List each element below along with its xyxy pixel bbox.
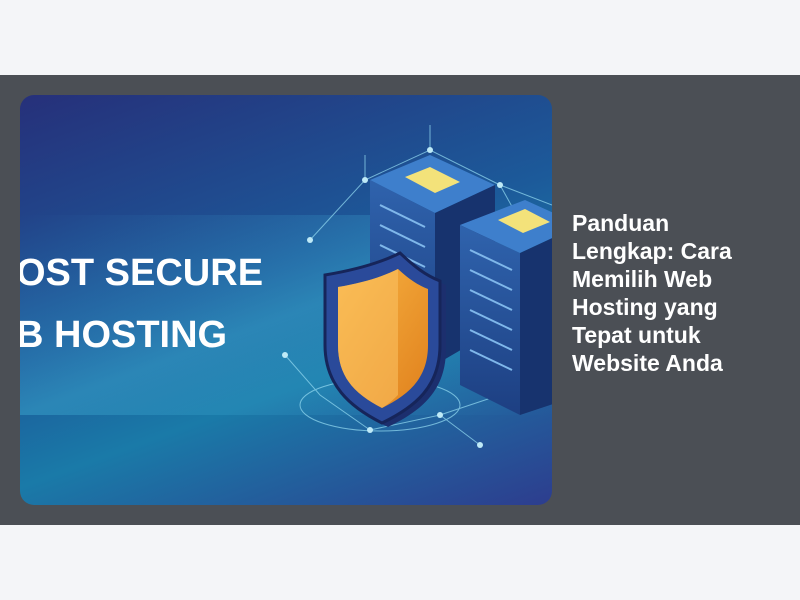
image-headline-line1: OST SECURE xyxy=(20,252,263,294)
shield-icon xyxy=(323,251,446,427)
hosting-illustration: OST SECURE B HOSTING xyxy=(20,125,552,448)
post-thumbnail[interactable]: OST SECURE B HOSTING xyxy=(20,95,552,505)
image-headline-line2: B HOSTING xyxy=(20,314,227,356)
server-icon xyxy=(460,200,552,415)
post-card: OST SECURE B HOSTING Panduan Lengkap: Ca… xyxy=(0,75,800,525)
post-title[interactable]: Panduan Lengkap: Cara Memilih Web Hostin… xyxy=(572,210,732,376)
